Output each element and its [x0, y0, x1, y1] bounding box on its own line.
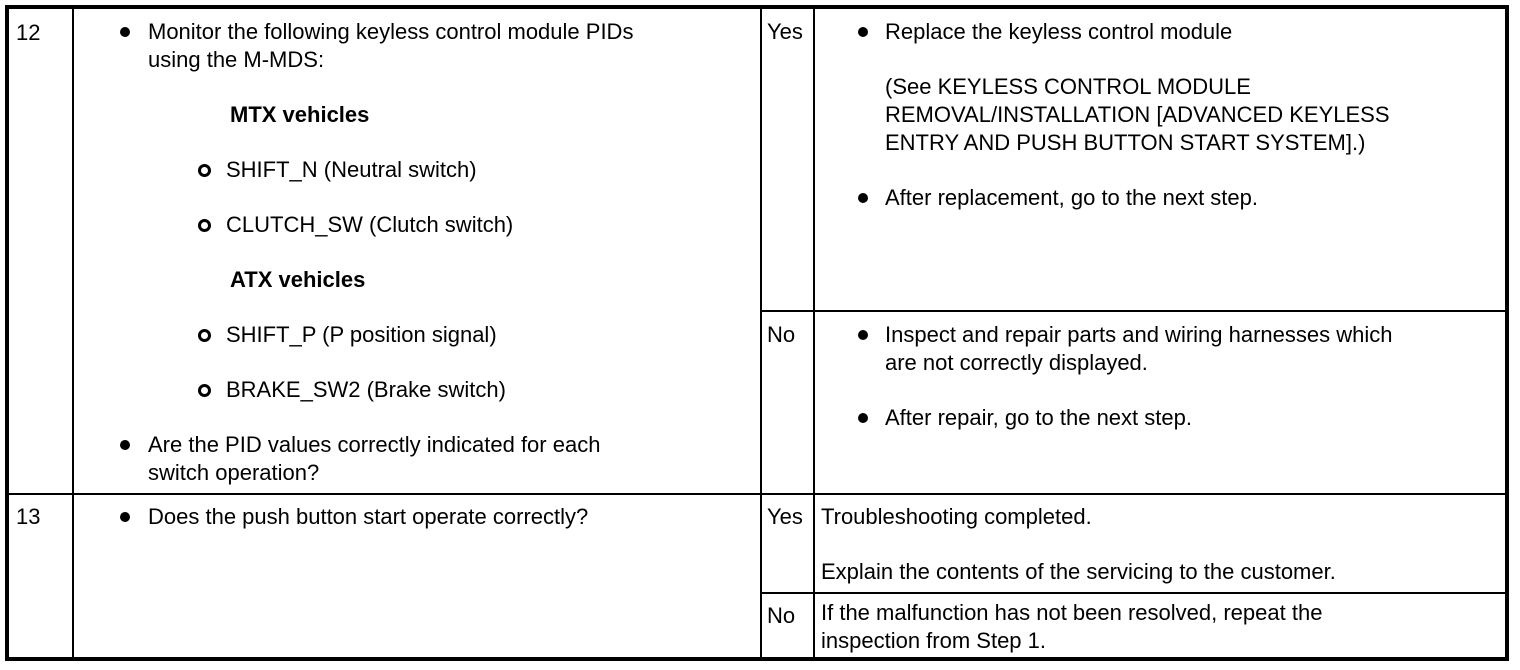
action-text: Inspect and repair parts and wiring harn…	[885, 322, 1393, 375]
step-13-yes-cell: Yes	[760, 493, 813, 592]
action-item: Replace the keyless control module	[858, 18, 1505, 46]
bullet-icon	[858, 27, 868, 37]
step-12-yes-action-cell: Replace the keyless control module (See …	[813, 9, 1505, 310]
action-reference-note: (See KEYLESS CONTROL MODULE REMOVAL/INST…	[885, 73, 1505, 157]
answer-label: Yes	[767, 504, 803, 529]
step-12-no-action-cell: Inspect and repair parts and wiring harn…	[813, 310, 1505, 493]
action-text: If the malfunction has not been resolved…	[821, 600, 1323, 653]
pid-list-item: CLUTCH_SW (Clutch switch)	[198, 211, 760, 239]
heading-text: ATX vehicles	[230, 267, 366, 292]
action-text: Troubleshooting completed.	[821, 504, 1092, 529]
pid-list-item: SHIFT_P (P position signal)	[198, 321, 760, 349]
pid-list-item: SHIFT_N (Neutral switch)	[198, 156, 760, 184]
action-item: After repair, go to the next step.	[858, 404, 1505, 432]
inspection-question: Are the PID values correctly indicated f…	[148, 432, 601, 485]
bullet-icon	[120, 440, 130, 450]
pid-text: BRAKE_SW2 (Brake switch)	[226, 377, 506, 402]
action-text: After replacement, go to the next step.	[885, 185, 1258, 210]
answer-label: Yes	[767, 19, 803, 44]
answer-label: No	[767, 322, 796, 347]
answer-label: No	[767, 603, 796, 628]
step-12-inspection-cell: Monitor the following keyless control mo…	[72, 9, 760, 493]
action-text: Explain the contents of the servicing to…	[821, 559, 1336, 584]
step-number: 12	[16, 20, 41, 45]
bullet-icon	[120, 27, 130, 37]
inspection-item: Are the PID values correctly indicated f…	[120, 431, 760, 487]
bullet-icon	[120, 512, 130, 522]
step-12-yes-cell: Yes	[760, 9, 813, 310]
bullet-icon	[858, 330, 868, 340]
inspection-item: Monitor the following keyless control mo…	[120, 18, 760, 74]
bullet-icon	[858, 413, 868, 423]
step-13-number-cell: 13	[9, 493, 72, 657]
step-13-no-action-cell: If the malfunction has not been resolved…	[813, 592, 1505, 657]
heading-text: MTX vehicles	[230, 102, 370, 127]
pid-text: SHIFT_N (Neutral switch)	[226, 157, 477, 182]
troubleshooting-table: 12 Monitor the following keyless control…	[5, 5, 1509, 661]
inspection-item: Does the push button start operate corre…	[120, 503, 760, 531]
step-13-yes-action-cell: Troubleshooting completed. Explain the c…	[813, 493, 1505, 592]
circle-bullet-icon	[198, 384, 211, 397]
pid-list-item: BRAKE_SW2 (Brake switch)	[198, 376, 760, 404]
pid-text: CLUTCH_SW (Clutch switch)	[226, 212, 514, 237]
circle-bullet-icon	[198, 329, 211, 342]
step-13-no-cell: No	[760, 592, 813, 657]
action-text: After repair, go to the next step.	[885, 405, 1192, 430]
pid-text: SHIFT_P (P position signal)	[226, 322, 497, 347]
circle-bullet-icon	[198, 219, 211, 232]
inspection-text: Monitor the following keyless control mo…	[148, 19, 634, 72]
action-item: After replacement, go to the next step.	[858, 184, 1505, 212]
step-12-number-cell: 12	[9, 9, 72, 493]
action-item: Inspect and repair parts and wiring harn…	[858, 321, 1505, 377]
step-number: 13	[16, 504, 41, 529]
reference-text: (See KEYLESS CONTROL MODULE REMOVAL/INST…	[885, 74, 1390, 155]
vehicle-type-heading: ATX vehicles	[230, 266, 760, 294]
vehicle-type-heading: MTX vehicles	[230, 101, 760, 129]
step-12-no-cell: No	[760, 310, 813, 493]
bullet-icon	[858, 193, 868, 203]
inspection-question: Does the push button start operate corre…	[148, 504, 589, 529]
step-13-inspection-cell: Does the push button start operate corre…	[72, 493, 760, 657]
action-text: Replace the keyless control module	[885, 19, 1233, 44]
circle-bullet-icon	[198, 164, 211, 177]
